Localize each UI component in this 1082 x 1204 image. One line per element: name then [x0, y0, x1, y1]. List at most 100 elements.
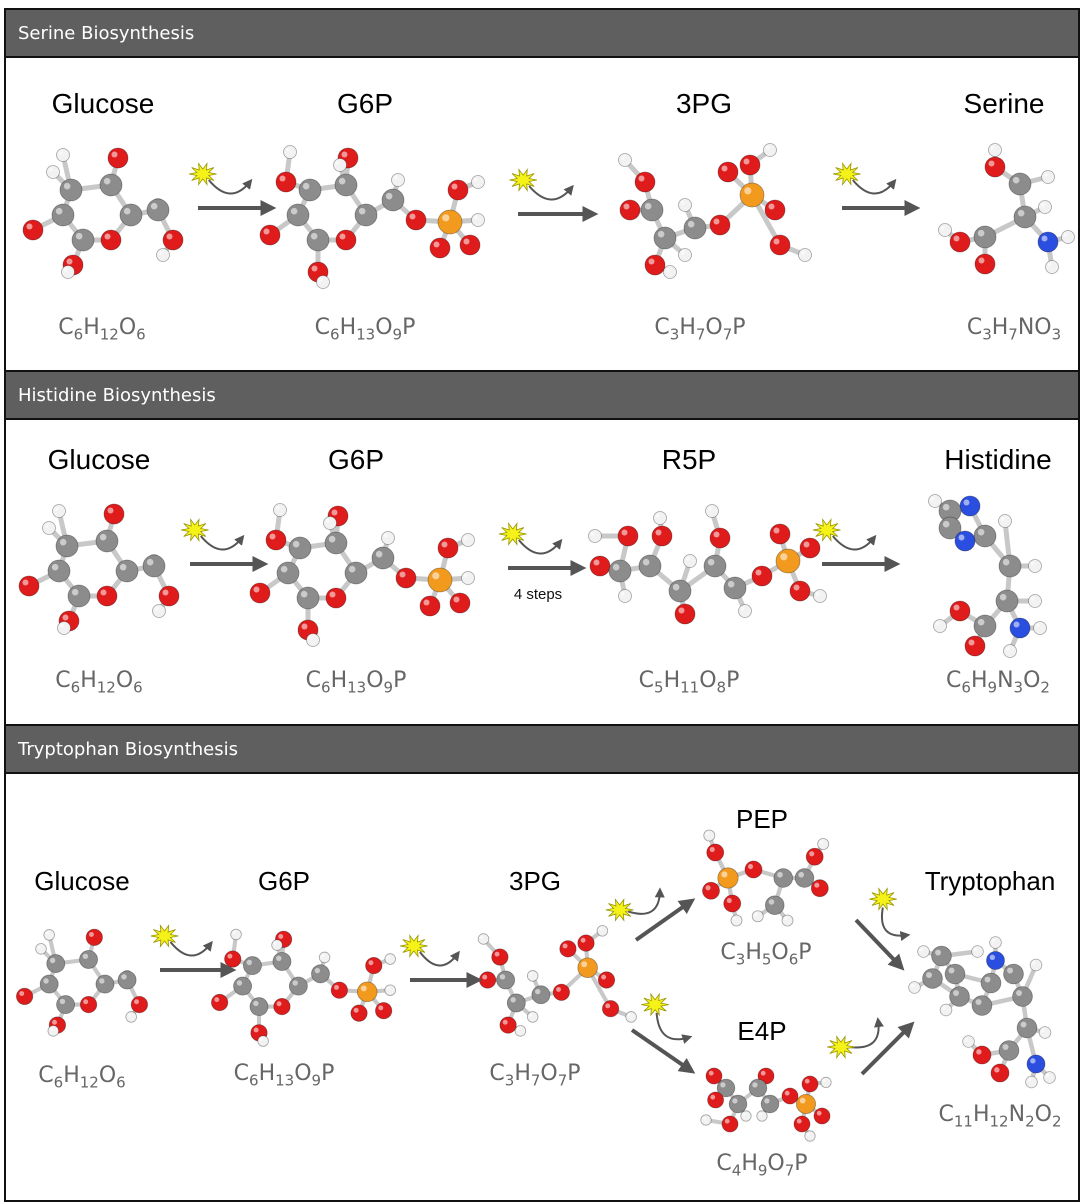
atom-highlight	[66, 258, 73, 265]
molecule-formula: C6H13O9P	[233, 1061, 335, 1090]
atom-highlight	[62, 614, 69, 621]
atom-highlight	[375, 550, 383, 558]
atom-highlight	[687, 220, 695, 228]
atom-highlight	[975, 999, 982, 1006]
atom-highlight	[601, 974, 607, 980]
molecule-name: E4P	[737, 1016, 787, 1046]
panel-title: Serine Biosynthesis	[6, 10, 1078, 58]
atom-highlight	[214, 997, 220, 1003]
atom-highlight	[768, 203, 775, 210]
atom-highlight	[648, 258, 655, 265]
molecule-formula: C6H12O6	[58, 315, 146, 344]
atom-highlight	[263, 228, 270, 235]
atom-highlight	[432, 572, 440, 580]
atom-highlight	[747, 863, 754, 870]
atom-highlight	[707, 506, 712, 511]
reaction-arrow	[630, 1028, 696, 1074]
atom-highlight	[581, 961, 588, 968]
atom-highlight	[709, 846, 715, 853]
atom-highlight	[451, 183, 458, 190]
atom-highlight	[973, 947, 978, 952]
atom-highlight	[942, 503, 950, 511]
atom-highlight	[743, 158, 750, 165]
atom-highlight	[919, 947, 924, 952]
atom-highlight	[984, 976, 991, 983]
atom-highlight	[1030, 1058, 1036, 1064]
atom-highlight	[755, 569, 762, 576]
atom-highlight	[236, 980, 243, 986]
atom-highlight	[83, 999, 89, 1005]
atom-highlight	[742, 1112, 746, 1116]
atom-highlight	[744, 187, 752, 195]
atom-highlight	[63, 267, 68, 272]
atom-highlight	[321, 953, 325, 958]
cofactor-arrow	[419, 950, 460, 967]
atom-highlight	[727, 580, 735, 588]
molecule-name: Tryptophan	[924, 866, 1056, 896]
atom-highlight	[754, 912, 758, 916]
atom-highlight	[1030, 596, 1035, 601]
atom-highlight	[620, 591, 625, 596]
atom-highlight	[798, 871, 805, 878]
molecule-name: 3PG	[508, 866, 562, 896]
atom-highlight	[780, 553, 788, 561]
atom-highlight	[88, 932, 94, 937]
atom-highlight	[1040, 202, 1045, 207]
reaction-arrow	[634, 898, 696, 942]
atom-highlight	[52, 1019, 57, 1025]
atom-highlight	[721, 165, 728, 172]
atom-highlight	[977, 229, 985, 237]
atom-highlight	[678, 607, 685, 614]
atom-highlight	[276, 1001, 282, 1007]
atom-highlight	[63, 182, 71, 190]
atom-highlight	[253, 586, 260, 593]
atom-highlight	[59, 998, 66, 1005]
atom-highlight	[103, 177, 111, 185]
molecule-name: Histidine	[944, 444, 1052, 475]
atom-highlight	[773, 238, 780, 245]
atom-highlight	[328, 535, 336, 543]
cofactor-arrow	[200, 534, 245, 551]
molecule-name: Serine	[963, 88, 1045, 119]
atom-highlight	[383, 533, 388, 538]
atom-highlight	[253, 1000, 259, 1007]
atom-highlight	[232, 930, 236, 935]
atom-highlight	[75, 232, 83, 240]
molecule-name: G6P	[336, 88, 394, 119]
atom-highlight	[463, 238, 470, 245]
atom-highlight	[655, 513, 660, 518]
atom-highlight	[300, 590, 308, 598]
molecule-name: 3PG	[675, 88, 733, 119]
panel-title: Tryptophan Biosynthesis	[6, 726, 1078, 774]
atom-highlight	[341, 151, 348, 158]
atom-highlight	[1012, 176, 1020, 184]
atom-highlight	[166, 233, 173, 240]
cofactor-arrow	[528, 184, 574, 201]
enzyme-star-icon	[400, 934, 428, 958]
atom-highlight	[441, 541, 448, 548]
atom-highlight	[71, 588, 79, 596]
atom-highlight	[26, 223, 33, 230]
atom-highlight	[348, 565, 356, 573]
atom-highlight	[378, 1005, 384, 1011]
enzyme-star-icon	[605, 898, 634, 922]
atom-highlight	[393, 175, 398, 180]
atom-highlight	[605, 1003, 611, 1009]
atom-highlight	[158, 250, 163, 255]
molecule-name: Glucose	[51, 88, 155, 119]
molecule-formula: C3H7NO3	[966, 315, 1062, 344]
atom-highlight	[310, 232, 318, 240]
atom-highlight	[556, 986, 561, 992]
atom-highlight	[302, 182, 310, 190]
atom-highlight	[621, 529, 628, 536]
atom-highlight	[978, 257, 985, 264]
molecule-formula: C3H5O6P	[720, 940, 812, 969]
atom-highlight	[994, 1067, 1000, 1073]
atom-highlight	[308, 635, 313, 640]
molecule-formula: C6H9N3O2	[946, 668, 1050, 697]
